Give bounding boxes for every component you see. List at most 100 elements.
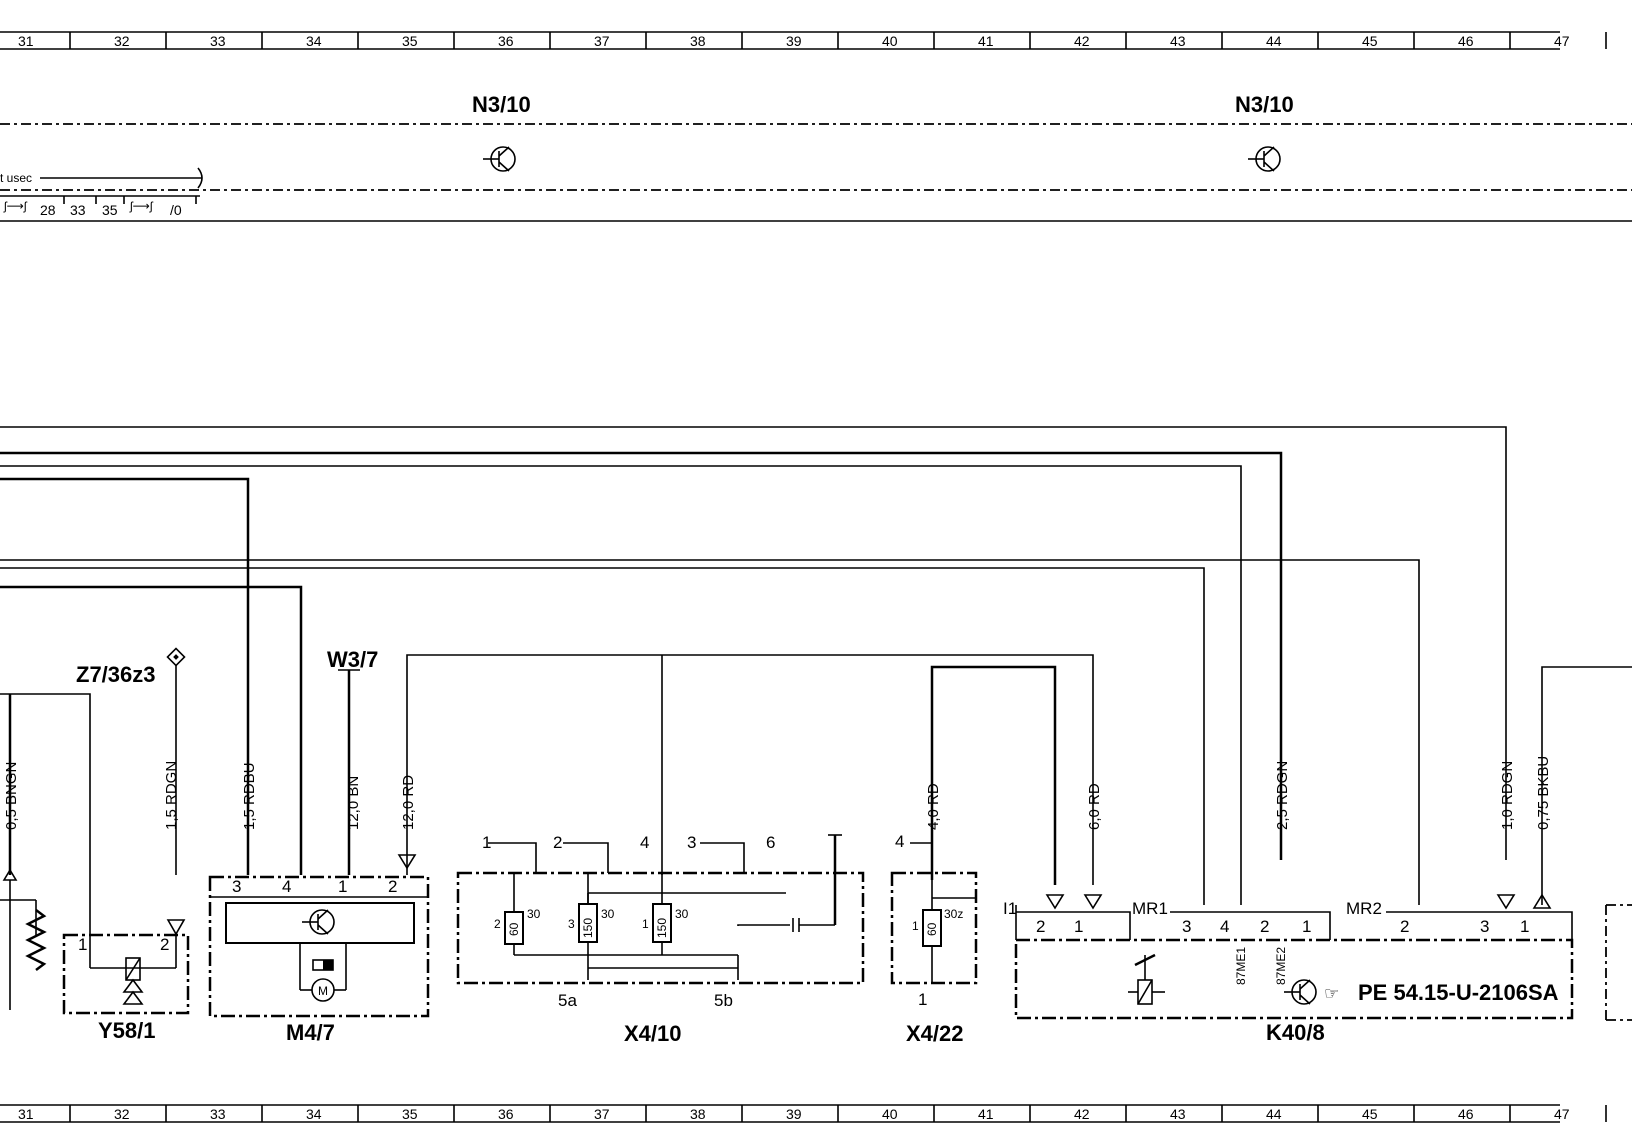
- bus-number: 28: [40, 202, 56, 218]
- ground-point-icon: [166, 647, 186, 667]
- transistor-icon: [483, 146, 516, 172]
- wire-harness: [0, 426, 1632, 935]
- pin-label: 2: [553, 833, 562, 852]
- component-label: M4/7: [286, 1020, 335, 1045]
- grid-number: 47: [1554, 1106, 1570, 1122]
- grid-number: 34: [306, 33, 322, 49]
- grid-number: 40: [882, 33, 898, 49]
- fuse-value: 150: [581, 918, 595, 938]
- pin-label: 1: [918, 990, 927, 1009]
- pin-label: 4: [1220, 917, 1229, 936]
- component-label: X4/10: [624, 1021, 682, 1046]
- transistor-icon: [302, 909, 335, 935]
- grid-number: 35: [402, 1106, 418, 1122]
- bus-number: /0: [170, 202, 182, 218]
- svg-text:ʃ⟶ʃ: ʃ⟶ʃ: [3, 199, 28, 213]
- pin-label: 3: [1182, 917, 1191, 936]
- grid-number: 38: [690, 1106, 706, 1122]
- grid-number: 43: [1170, 33, 1186, 49]
- pin-label: 1: [912, 919, 919, 933]
- module-label-n3-10-left: N3/10: [472, 92, 531, 117]
- terminal-label: MR1: [1132, 899, 1168, 918]
- fuse-value: 150: [655, 918, 669, 938]
- module-label-n3-10-right: N3/10: [1235, 92, 1294, 117]
- pin-label: 6: [766, 833, 775, 852]
- pin-label: 5b: [714, 991, 733, 1010]
- partial-component-right: [1605, 904, 1632, 1021]
- component-m4-7: W3/7 3 4 1 2 M M4/7: [208, 647, 430, 1045]
- terminal-label: I1: [1003, 899, 1017, 918]
- grid-number: 34: [306, 1106, 322, 1122]
- pin-label: 30z: [944, 907, 963, 921]
- wire-label: 0,5 BNGN: [3, 762, 20, 830]
- wire-label: 0,75 BKBU: [1535, 756, 1552, 830]
- grid-number: 37: [594, 1106, 610, 1122]
- component-label: X4/22: [906, 1021, 964, 1046]
- pin-label: 30: [527, 907, 541, 921]
- grid-number: 45: [1362, 1106, 1378, 1122]
- pin-label: 1: [338, 877, 347, 896]
- grid-number: 32: [114, 1106, 130, 1122]
- wire-label: 1,0 RDGN: [1499, 761, 1516, 830]
- wire-label: 12,0 RD: [400, 775, 417, 830]
- wire-label: 1,5 RDGN: [163, 761, 180, 830]
- grid-number: 42: [1074, 33, 1090, 49]
- grid-number: 40: [882, 1106, 898, 1122]
- grid-number: 44: [1266, 33, 1282, 49]
- pin-label: 1: [482, 833, 491, 852]
- transistor-icon: [1248, 146, 1281, 172]
- pin-label: 30: [601, 907, 615, 921]
- grid-number: 39: [786, 33, 802, 49]
- pin-label: 2: [1260, 917, 1269, 936]
- pin-label: 4: [282, 877, 291, 896]
- grid-number: 36: [498, 1106, 514, 1122]
- pin-label: 3: [1480, 917, 1489, 936]
- can-bus-header: N3/10 N3/10 t usec ʃ⟶ʃ 28 33 35: [0, 92, 1632, 222]
- grid-number: 37: [594, 33, 610, 49]
- grid-number: 41: [978, 33, 994, 49]
- bus-number: 33: [70, 202, 86, 218]
- wire-label: 6,0 RD: [1086, 783, 1103, 830]
- svg-text:M: M: [318, 984, 328, 998]
- pin-label: 2: [160, 935, 169, 954]
- grid-number: 41: [978, 1106, 994, 1122]
- pin-label: 1: [1074, 917, 1083, 936]
- grid-number: 35: [402, 33, 418, 49]
- grid-number: 46: [1458, 33, 1474, 49]
- wire-label: 4,0 RD: [925, 783, 942, 830]
- pin-label: 1: [78, 935, 87, 954]
- bus-number: 35: [102, 202, 118, 218]
- bus-line-symbols: ʃ⟶ʃ 28 33 35 ʃ⟶ʃ /0: [0, 195, 200, 218]
- component-reference: PE 54.15-U-2106SA: [1358, 980, 1559, 1005]
- pin-label: 4: [895, 832, 904, 851]
- fuse-value: 60: [507, 922, 521, 936]
- pin-label: 87ME1: [1234, 947, 1248, 985]
- grid-number: 32: [114, 33, 130, 49]
- pin-label: 5a: [558, 991, 577, 1010]
- pin-label: 1: [1302, 917, 1311, 936]
- terminal-label: MR2: [1346, 899, 1382, 918]
- component-y58-1: Z7/36z3 1 2 Y58/1: [62, 647, 190, 1043]
- pin-label: 1: [1520, 917, 1529, 936]
- grid-number: 39: [786, 1106, 802, 1122]
- pin-label: 2: [1036, 917, 1045, 936]
- grid-number: 31: [18, 33, 34, 49]
- pin-label: 3: [687, 833, 696, 852]
- grid-number: 33: [210, 33, 226, 49]
- wire-label: 2,5 RDGN: [1274, 761, 1291, 830]
- grid-number: 33: [210, 1106, 226, 1122]
- component-x4-22: 4 60 1 30z 1 X4/22: [890, 832, 978, 1046]
- grid-number: 46: [1458, 1106, 1474, 1122]
- component-label: K40/8: [1266, 1020, 1325, 1045]
- grid-number: 42: [1074, 1106, 1090, 1122]
- grid-number: 31: [18, 1106, 34, 1122]
- wire-label: 12,0 BN: [345, 776, 362, 830]
- wire-labels: 0,5 BNGN 1,5 RDGN 1,5 RDBU 12,0 BN 12,0 …: [3, 756, 1552, 830]
- fuse-value: 60: [925, 922, 939, 936]
- transistor-icon: [1284, 979, 1317, 1005]
- usec-label: t usec: [0, 171, 32, 185]
- reference-icon: ☞: [1324, 984, 1339, 1003]
